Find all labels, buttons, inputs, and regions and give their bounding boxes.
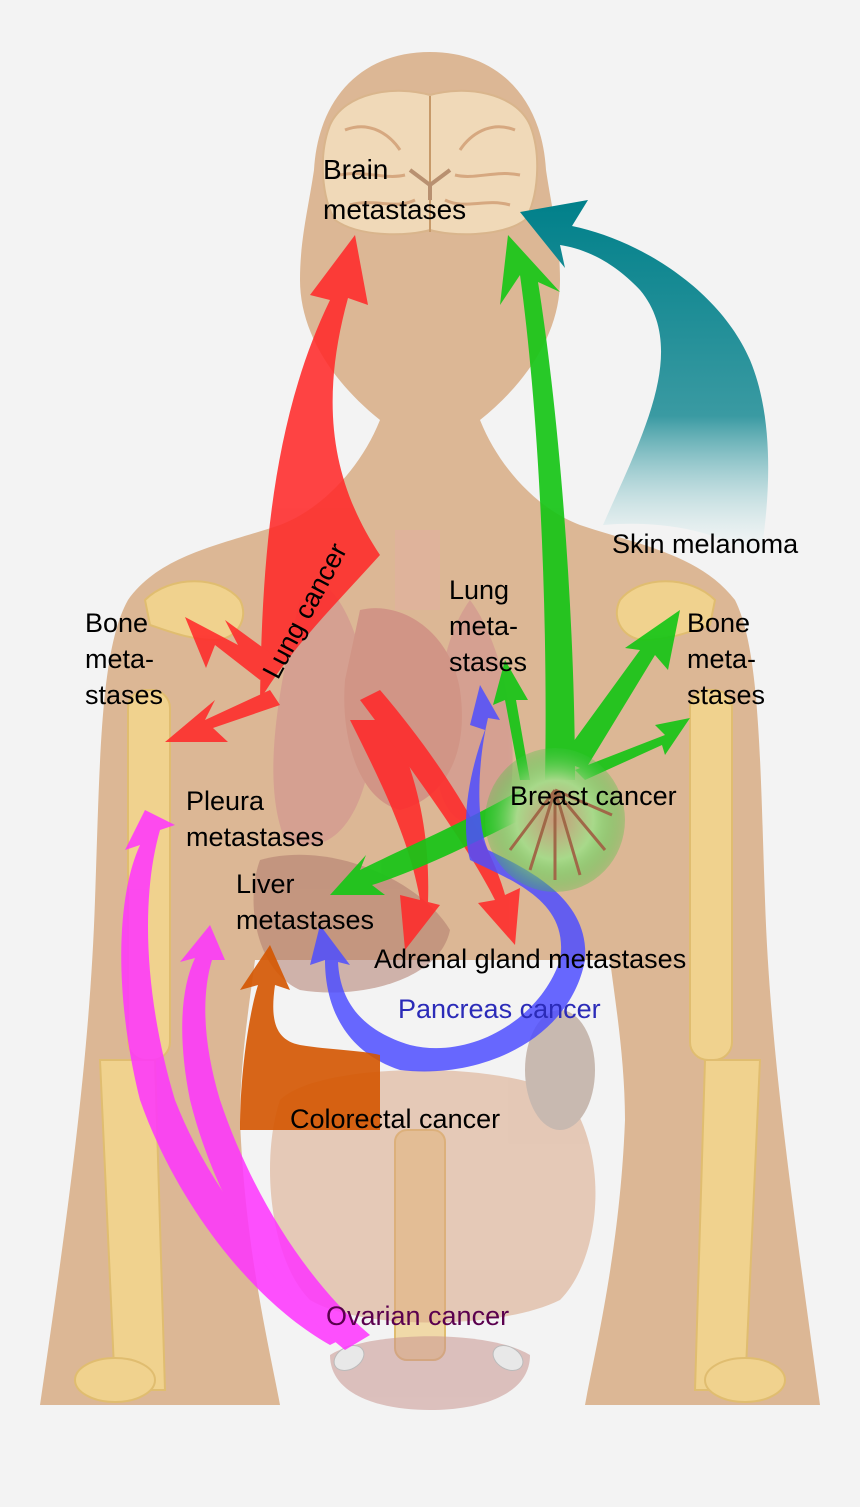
lung-cancer-arrows (165, 235, 520, 950)
liver-metastases-label: Liver metastases (236, 869, 375, 935)
brain-image (321, 89, 539, 236)
arrow-skin-to-brain (520, 200, 769, 560)
bone-metastases-left-label: Bone meta- stases (85, 608, 164, 710)
breast-tumor (485, 748, 625, 892)
pancreas-cancer-label: Pancreas cancer (398, 994, 601, 1024)
breast-cancer-label: Breast cancer (510, 781, 677, 811)
bone-metastases-right-label: Bone meta- stases (687, 608, 766, 710)
arrow-colorectal-to-liver (240, 945, 380, 1130)
skin-melanoma-label: Skin melanoma (612, 529, 799, 559)
ovary-right (492, 1345, 524, 1371)
colorectal-cancer-label: Colorectal cancer (290, 1104, 501, 1134)
adrenal-gland-metastases-label: Adrenal gland metastases (374, 944, 687, 974)
lung-metastases-label: Lung meta- stases (449, 575, 528, 677)
ovarian-cancer-label: Ovarian cancer (326, 1301, 510, 1331)
pleura-metastases-label: Pleura metastases (186, 786, 325, 852)
brain-metastases-label: Brain metastases (323, 154, 467, 225)
organs (253, 530, 596, 1410)
ovarian-cancer-arrows (121, 810, 370, 1350)
